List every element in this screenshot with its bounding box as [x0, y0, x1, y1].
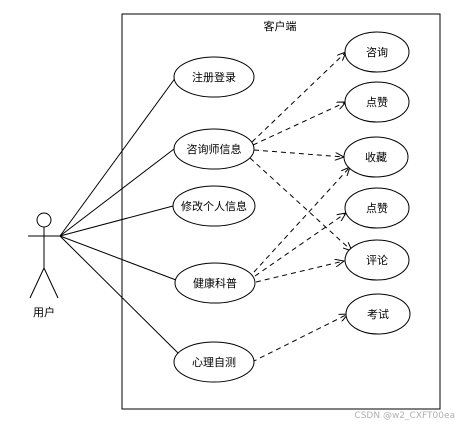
label-register-login: 注册登录 — [192, 70, 236, 84]
link-health-collect — [253, 167, 350, 273]
use-case-consult — [344, 31, 410, 73]
use-case-edit-profile — [172, 185, 256, 227]
actor-head — [36, 212, 52, 228]
label-consult: 咨询 — [366, 45, 388, 59]
label-collect: 收藏 — [365, 150, 387, 164]
association-counselor-info — [59, 148, 175, 237]
use-case-health-science — [174, 262, 256, 304]
use-case-counselor-info — [173, 128, 255, 170]
association-health-science — [59, 235, 177, 281]
link-counselor-like — [252, 102, 346, 146]
link-counselor-collect — [253, 149, 344, 157]
use-case-like-1 — [344, 81, 410, 123]
label-comment: 评论 — [366, 253, 388, 267]
actor-user — [28, 212, 60, 299]
use-case-comment — [344, 239, 410, 281]
use-case-like-2 — [344, 187, 410, 229]
actor-left-leg — [29, 267, 45, 299]
watermark: CSDN @w2_CXFT00ea — [354, 411, 455, 421]
link-counselor-consult — [251, 52, 346, 143]
association-register-login — [59, 76, 177, 237]
label-health-science: 健康科普 — [193, 276, 237, 290]
use-case-exam — [345, 293, 411, 335]
label-psych-test: 心理自测 — [192, 356, 236, 369]
actor-right-leg — [43, 267, 59, 299]
label-exam: 考试 — [367, 308, 389, 321]
use-case-psych-test — [173, 341, 255, 383]
use-case-register-login — [173, 56, 255, 98]
use-case-collect — [343, 136, 409, 178]
association-psych-test — [59, 235, 181, 356]
label-counselor-info: 咨询师信息 — [187, 142, 242, 156]
label-like-2: 点赞 — [366, 202, 388, 215]
association-edit-profile — [59, 205, 174, 237]
link-health-like — [254, 213, 346, 277]
actor-label: 用户 — [33, 305, 55, 319]
label-edit-profile: 修改个人信息 — [181, 199, 247, 213]
system-title: 客户端 — [264, 19, 297, 33]
link-health-comment — [255, 261, 344, 283]
link-counselor-comment — [249, 157, 352, 251]
label-like-1: 点赞 — [366, 96, 388, 109]
link-psych-exam — [251, 314, 348, 363]
system-boundary — [121, 13, 441, 410]
